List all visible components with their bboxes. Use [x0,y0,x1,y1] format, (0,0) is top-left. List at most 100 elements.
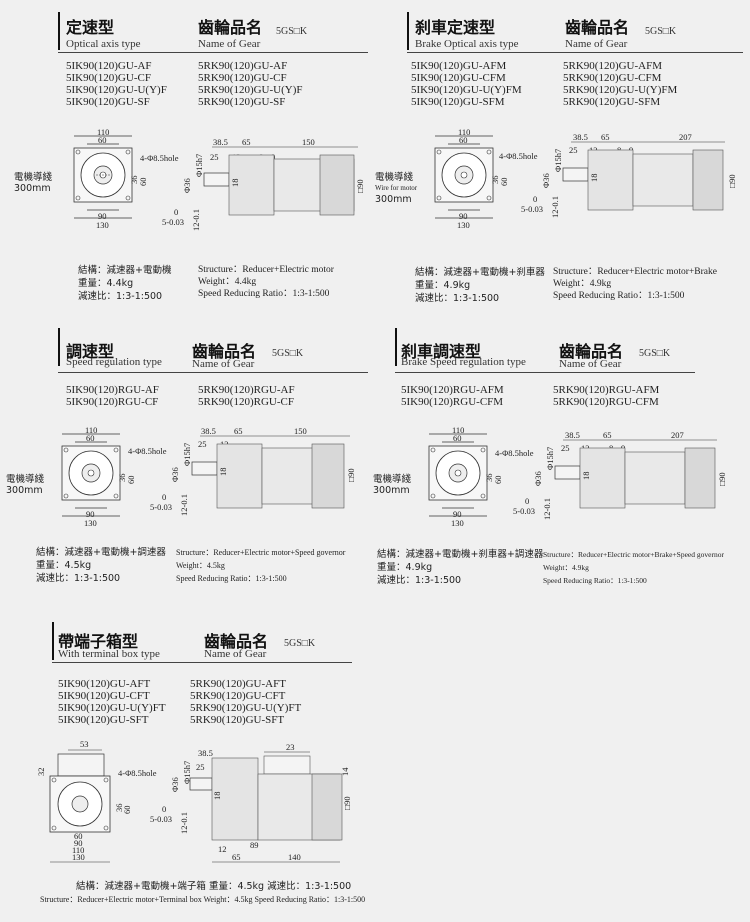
gear-name-cn: 齒輪品名 [198,18,263,37]
models-rk: 5RK90(120)RGU-AF 5RK90(120)RGU-CF [198,384,295,408]
dim-hole: 4-Φ8.5hole [128,446,167,456]
models-ik: 5IK90(120)RGU-AFM 5IK90(120)RGU-CFM [401,384,504,408]
dim-s9: Φ36 [541,173,551,188]
model-item: 5RK90(120)GU-CF [198,72,287,84]
spec-line: 重量：4.5kg [36,560,92,571]
spec-line: Weight：4.9kg [553,279,612,289]
gear-name-cn: 齒輪品名 [192,342,257,361]
spec-line: Structure：Reducer+Electric motor+Brake [553,267,717,277]
gear-name-en: Name of Gear [198,38,261,50]
dim-s13: 12-0.1 [179,812,189,834]
spec-en-line: Structure：Reducer+Electric motor+Termina… [40,895,366,904]
spec-line: Structure：Reducer+Electric motor [198,265,334,275]
dim-top: 110 [458,127,470,137]
model-item: 5IK90(120)GU-U(Y)F [66,84,167,96]
model-item: 5IK90(120)GU-U(Y)FT [58,702,166,714]
dim-top2: 60 [453,433,462,443]
dim-s12: 5-0.03 [513,506,535,516]
dim-s8: Φ15h7 [553,149,563,172]
spec-line: 結構：減速器+電動機+刹車器+調速器 [377,549,544,560]
dim-s11: □90 [727,174,737,188]
section-marker [407,12,409,50]
dim-s11: □90 [717,472,727,486]
dim-s3: 207 [679,132,692,142]
dim-bot1: 90 [86,509,95,519]
model-item: 5RK90(120)GU-U(Y)FM [563,84,678,96]
spec-line: 重量：4.9kg [377,562,433,573]
dim-left1: 36 [490,176,500,185]
spec-line: 減速比：1:3-1:500 [415,293,500,304]
dim-s8: Φ15h7 [194,154,204,177]
model-item: 5RK90(120)GU-U(Y)F [198,84,303,96]
gear-name-en: Name of Gear [565,38,628,50]
dim-b5: 12 [218,844,227,854]
gear-name-en: Name of Gear [204,648,267,660]
dim-b3: 110 [72,845,84,855]
dim-s2: 65 [242,137,251,147]
models-rk: 5RK90(120)RGU-AFM 5RK90(120)RGU-CFM [553,384,659,408]
spec-cn: 結構：減速器+電動機+調速器 重量：4.5kg 減速比：1:3-1:500 [36,546,166,585]
wire-length: 300mm [373,485,410,496]
model-item: 5RK90(120)GU-SFM [563,96,661,108]
dim-s14: 0 [533,194,537,204]
dim-left1: 36 [117,474,127,483]
gear-code: 5GS□K [645,26,677,37]
section-brake-speed-regulation: 刹車調速型 Brake Speed regulation type 齒輪品名 N… [373,318,750,608]
spec-line: 重量：4.4kg [78,278,134,289]
gear-name-cn: 齒輪品名 [559,342,624,361]
dim-r2: 60 [122,806,132,815]
models-ik: 5IK90(120)RGU-AF 5IK90(120)RGU-CF [66,384,159,408]
dim-s14: 0 [174,207,178,217]
title-underline [395,372,695,373]
dim-top2: 60 [98,135,107,145]
gear-name-en: Name of Gear [192,358,255,370]
dim-hole: 4-Φ8.5hole [140,153,179,163]
model-item: 5RK90(120)RGU-AF [198,384,295,396]
spec-line: Speed Reducing Ratio：1:3-1:500 [198,289,330,299]
dim-b6: 89 [250,840,259,850]
models-rk: 5RK90(120)GU-AF 5RK90(120)GU-CF 5RK90(12… [198,60,303,108]
dim-hole: 4-Φ8.5hole [499,151,538,161]
dim-s10: 18 [581,472,591,481]
spec-line: Weight：4.9kg [543,563,589,572]
title-underline [58,52,368,53]
dim-s14: 0 [162,804,166,814]
dim-r1: 36 [114,804,124,813]
models-rk: 5RK90(120)GU-AFT 5RK90(120)GU-CFT 5RK90(… [190,678,301,726]
model-item: 5IK90(120)RGU-CFM [401,396,504,408]
side-view-drawing: 38.5 65 207 25 12 8 9 Φ15h7 Φ36 18 □90 0… [521,132,737,218]
dim-s2: 65 [603,430,612,440]
front-view-drawing: 110 60 4-Φ8.5hole 36 60 90 130 [428,425,534,528]
section-title-en: Brake Speed regulation type [401,356,526,368]
section-marker [58,12,60,50]
gear-name-en: Name of Gear [559,358,622,370]
dim-t1: 23 [286,742,295,752]
wire-label: 電機導綫 300mm [6,474,44,496]
dim-s1: 38.5 [201,426,216,436]
models-ik: 5IK90(120)GU-AF 5IK90(120)GU-CF 5IK90(12… [66,60,167,108]
side-view-drawing: 38.5 65 207 25 12 8 9 Φ15h7 Φ36 18 □90 0… [513,430,727,520]
dim-b2: 90 [74,838,83,848]
section-title-cn: 刹車調速型 [401,342,482,361]
wire-label-cn: 電機導綫 [373,474,412,485]
dim-b8: 140 [288,852,301,862]
side-view-drawing: 38.5 65 150 25 12 8 9 Φ15h7 Φ36 18 □90 0… [162,137,365,231]
section-marker [52,622,54,660]
front-view-drawing: 110 60 4-Φ8.5hole 36 60 90 130 [61,425,167,528]
model-item: 5RK90(120)GU-AFM [563,60,662,72]
model-item: 5RK90(120)GU-AFT [190,678,286,690]
model-item: 5IK90(120)GU-CFM [411,72,506,84]
dim-left1: 36 [484,474,494,483]
dim-s13: 12-0.1 [191,209,201,231]
section-title-en: With terminal box type [58,648,160,660]
dim-top: 110 [97,127,109,137]
dim-bot1: 90 [459,211,468,221]
models-rk: 5RK90(120)GU-AFM 5RK90(120)GU-CFM 5RK90(… [563,60,677,108]
spec-en: Structure：Reducer+Electric motor+Brake+S… [543,548,724,587]
model-item: 5IK90(120)GU-SFT [58,714,149,726]
spec-line: 減速比：1:3-1:500 [36,573,121,584]
dim-b4: 130 [72,852,85,862]
model-item: 5RK90(120)RGU-CF [198,396,294,408]
dim-s4: 25 [561,443,570,453]
dim-s12: 5-0.03 [162,217,184,227]
